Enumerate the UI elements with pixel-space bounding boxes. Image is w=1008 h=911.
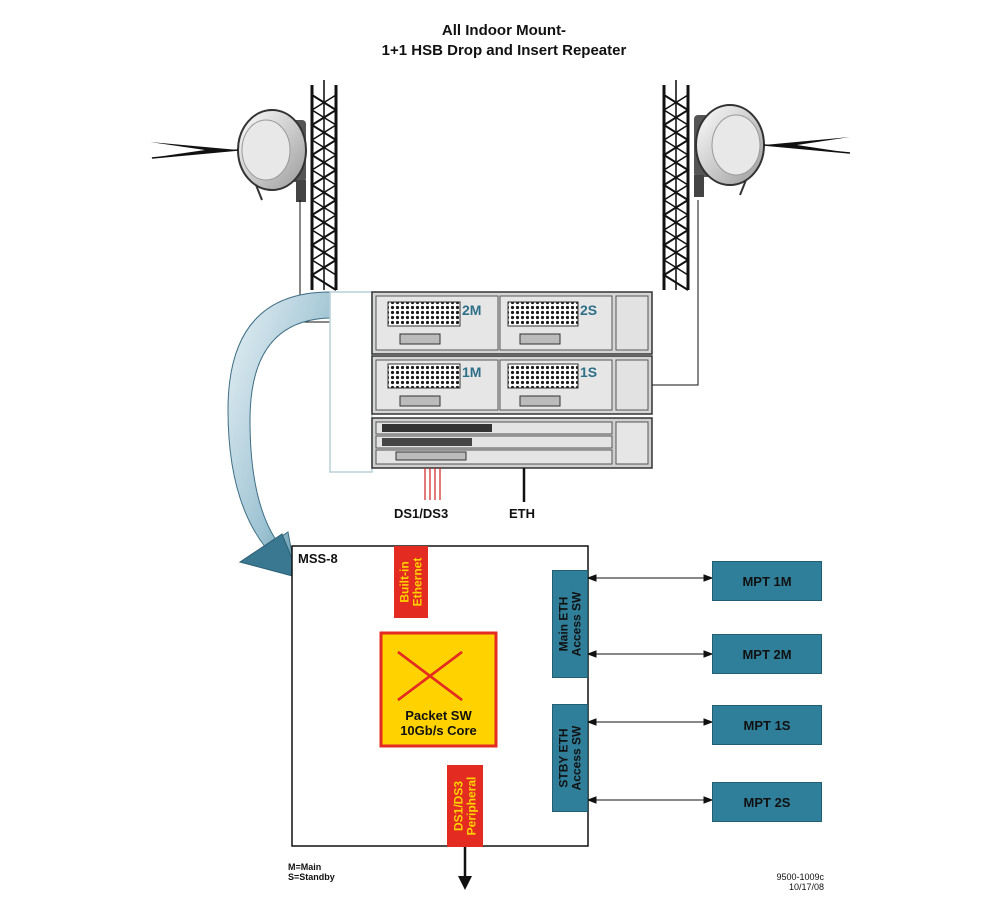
mpt-1m-box: MPT 1M [712,561,822,601]
left-tower [312,80,336,290]
packet-switch-line-2: 10Gb/s Core [381,723,496,738]
peripheral-line-2: Peripheral [465,777,478,836]
equipment-chassis [372,292,652,468]
slot-label-2s: 2S [580,302,597,318]
mss-8-label: MSS-8 [298,551,338,566]
zoom-arrow [228,292,330,575]
mpt-2m-box: MPT 2M [712,634,822,674]
legend-main: M=Main [288,862,321,872]
slot-label-2m: 2M [462,302,481,318]
mpt-2s-box: MPT 2S [712,782,822,822]
stby-switch-line-1: STBY ETH [557,728,570,787]
builtin-ethernet-box: Built-in Ethernet [394,546,428,618]
figure-code: 9500-1009c [770,872,824,882]
main-switch-line-1: Main ETH [557,597,570,652]
right-tower [664,80,688,290]
builtin-ethernet-line-1: Built-in [398,561,411,602]
right-antenna-dish [694,105,850,197]
left-antenna-dish [150,110,306,202]
stby-switch-line-2: Access SW [570,726,583,791]
eth-label: ETH [509,506,535,521]
packet-switch-line-1: Packet SW [381,708,496,723]
slot-label-1s: 1S [580,364,597,380]
main-eth-access-switch: Main ETH Access SW [552,570,588,678]
figure-date: 10/17/08 [770,882,824,892]
ds1-ds3-label: DS1/DS3 [394,506,448,521]
mpt-1s-box: MPT 1S [712,705,822,745]
main-switch-line-2: Access SW [570,592,583,657]
peripheral-line-1: DS1/DS3 [452,781,465,831]
mpt-links [588,575,712,803]
slot-label-1m: 1M [462,364,481,380]
peripheral-box: DS1/DS3 Peripheral [447,765,483,847]
legend-standby: S=Standby [288,872,335,882]
stby-eth-access-switch: STBY ETH Access SW [552,704,588,812]
packet-switch-label: Packet SW 10Gb/s Core [381,708,496,738]
builtin-ethernet-line-2: Ethernet [411,558,424,607]
